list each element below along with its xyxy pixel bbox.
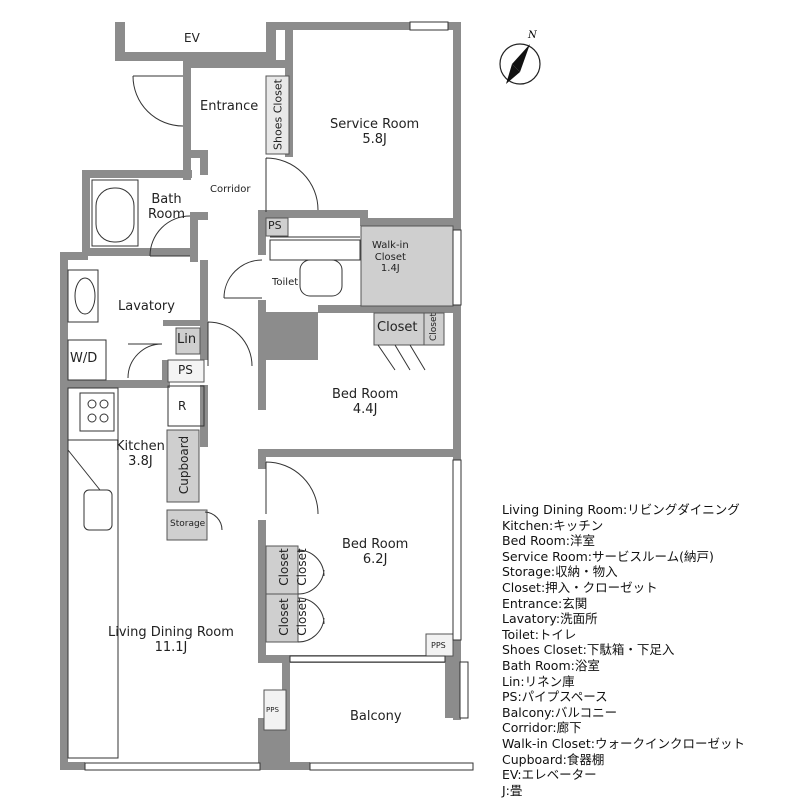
room-pps-2: PPS — [266, 706, 279, 714]
legend-item: Service Room:サービスルーム(納戸) — [502, 548, 714, 564]
room-closet-b: Closet — [277, 598, 291, 636]
bed-room-1-name: Bed Room — [332, 387, 399, 402]
room-lin: Lin — [177, 332, 197, 347]
legend-item: Walk-in Closet:ウォークインクローゼット — [502, 735, 745, 751]
legend-item: Lin:リネン庫 — [502, 673, 575, 689]
walls — [60, 22, 461, 770]
legend-item: PS:パイプスペース — [502, 689, 608, 705]
legend-item: EV:エレベーター — [502, 767, 597, 783]
room-storage: Storage — [170, 519, 206, 529]
room-refrigerator: R — [178, 399, 187, 413]
room-closet-d: Closet — [295, 598, 309, 636]
room-service-room: Service Room 5.8J — [330, 117, 420, 148]
room-closet-bed1: Closet — [377, 320, 418, 335]
bath-room-line1: Bath — [151, 192, 182, 207]
room-shoes-closet: Shoes Closet — [271, 79, 285, 150]
room-corridor: Corridor — [210, 184, 251, 195]
windows — [84, 21, 474, 771]
bed-room-2-size: 6.2J — [362, 551, 388, 567]
room-closet-c: Closet — [295, 548, 309, 586]
room-toilet: Toilet — [272, 277, 299, 288]
legend-item: Entrance:玄関 — [502, 595, 588, 611]
kitchen-name: Kitchen — [116, 439, 165, 454]
room-closet-a: Closet — [277, 548, 291, 586]
room-living-dining: Living Dining Room 11.1J — [108, 625, 234, 656]
legend-item: Bath Room:浴室 — [502, 657, 600, 673]
bed-room-2-name: Bed Room — [342, 537, 409, 552]
room-bath-room: Bath Room — [148, 192, 186, 223]
room-entrance: Entrance — [200, 99, 259, 114]
room-cupboard: Cupboard — [177, 435, 191, 495]
doors — [127, 75, 426, 643]
walkin-line2: Closet — [374, 251, 406, 263]
legend-item: Shoes Closet:下駄箱・下足入 — [502, 642, 675, 658]
room-bed-room-2: Bed Room 6.2J — [342, 537, 409, 568]
room-closet-small: Closet — [429, 312, 439, 342]
fixtures — [67, 179, 361, 759]
legend-item: Cupboard:食器棚 — [502, 751, 605, 767]
walkin-size: 1.4J — [380, 263, 400, 274]
service-room-name: Service Room — [330, 117, 420, 132]
legend-item: Kitchen:キッチン — [502, 517, 604, 533]
legend: Living Dining Room:リビングダイニング Kitchen:キッチ… — [502, 502, 745, 798]
room-ps-2: PS — [178, 363, 193, 377]
room-walkin-closet: Walk-in Closet 1.4J — [372, 240, 409, 275]
room-kitchen: Kitchen 3.8J — [116, 439, 165, 470]
room-lavatory: Lavatory — [118, 299, 175, 314]
walkin-line1: Walk-in — [372, 240, 409, 251]
legend-item: Lavatory:洗面所 — [502, 611, 598, 627]
room-pps-1: PPS — [431, 641, 446, 650]
kitchen-size: 3.8J — [128, 453, 153, 469]
room-balcony: Balcony — [350, 709, 402, 724]
legend-item: Living Dining Room:リビングダイニング — [502, 502, 740, 517]
legend-item: Bed Room:洋室 — [502, 533, 595, 549]
room-ev: EV — [184, 31, 200, 45]
bath-room-line2: Room — [148, 206, 186, 222]
bed-room-1-size: 4.4J — [352, 401, 378, 417]
room-wd: W/D — [70, 351, 98, 366]
north-label: N — [528, 30, 537, 41]
shaded-storage — [166, 75, 454, 731]
service-room-size: 5.8J — [362, 131, 387, 147]
legend-item: J:畳 — [502, 782, 523, 798]
living-name: Living Dining Room — [108, 625, 234, 640]
legend-item: Closet:押入・クローゼット — [502, 579, 658, 595]
living-size: 11.1J — [154, 639, 188, 655]
legend-item: Toilet:トイレ — [502, 626, 577, 642]
room-bed-room-1: Bed Room 4.4J — [332, 387, 399, 418]
room-ps-1: PS — [268, 219, 282, 232]
legend-item: Storage:収納・物入 — [502, 564, 618, 580]
legend-item: Corridor:廊下 — [502, 720, 582, 736]
legend-item: Balcony:バルコニー — [502, 704, 618, 720]
north-arrow-icon — [499, 43, 541, 85]
